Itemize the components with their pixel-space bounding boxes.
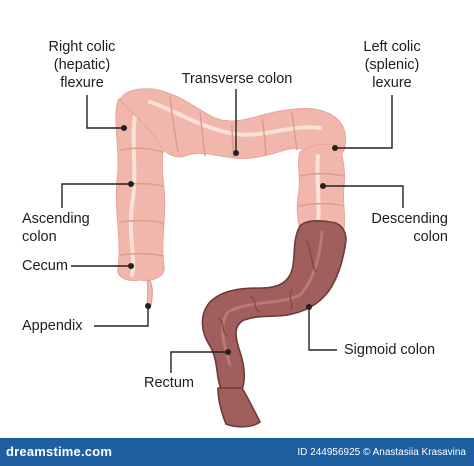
- footer-bar: dreamstime.com ID 244956925 © Anastasiia…: [0, 438, 474, 466]
- label-ascending-line1: Ascending: [22, 211, 90, 227]
- rectum: [217, 387, 262, 428]
- leader-sigmoid: [308, 307, 337, 351]
- label-ascending-line2: colon: [22, 229, 57, 245]
- label-right-colic-flexure: Right colic (hepatic) flexure: [36, 38, 128, 92]
- label-left-colic-line1: Left colic: [363, 39, 421, 55]
- label-cecum: Cecum: [22, 258, 68, 274]
- label-rectum: Rectum: [144, 375, 194, 391]
- label-right-colic-line3: flexure: [60, 75, 104, 91]
- label-left-colic-line2: (splenic): [364, 57, 420, 73]
- leader-left-colic: [335, 95, 393, 149]
- ascending-colon: [115, 95, 166, 281]
- leader-appendix: [94, 306, 149, 327]
- sigmoid-colon: [201, 220, 347, 397]
- leader-lines: [61, 89, 404, 373]
- label-descending-line2: colon: [413, 229, 448, 245]
- footer-brand: dreamstime.com: [6, 444, 113, 459]
- label-left-colic-line3: lexure: [372, 75, 412, 91]
- descending-colon: [296, 143, 346, 234]
- label-left-colic-flexure: Left colic (splenic) lexure: [350, 38, 434, 92]
- leader-rectum: [170, 351, 228, 373]
- label-right-colic-line2: (hepatic): [53, 57, 111, 73]
- leader-right-colic: [86, 95, 124, 129]
- label-right-colic-line1: Right colic: [48, 39, 116, 55]
- leader-descending: [323, 185, 404, 208]
- label-descending-colon: Descending colon: [348, 210, 448, 246]
- label-appendix: Appendix: [22, 318, 83, 334]
- label-transverse-colon: Transverse colon: [181, 71, 293, 87]
- footer-credit: ID 244956925 © Anastasiia Krasavina: [297, 447, 466, 458]
- label-descending-line1: Descending: [371, 211, 448, 227]
- label-sigmoid-colon: Sigmoid colon: [344, 342, 436, 358]
- label-ascending-colon: Ascending colon: [22, 210, 90, 246]
- transverse-colon: [119, 88, 347, 159]
- leader-ascending: [61, 183, 131, 208]
